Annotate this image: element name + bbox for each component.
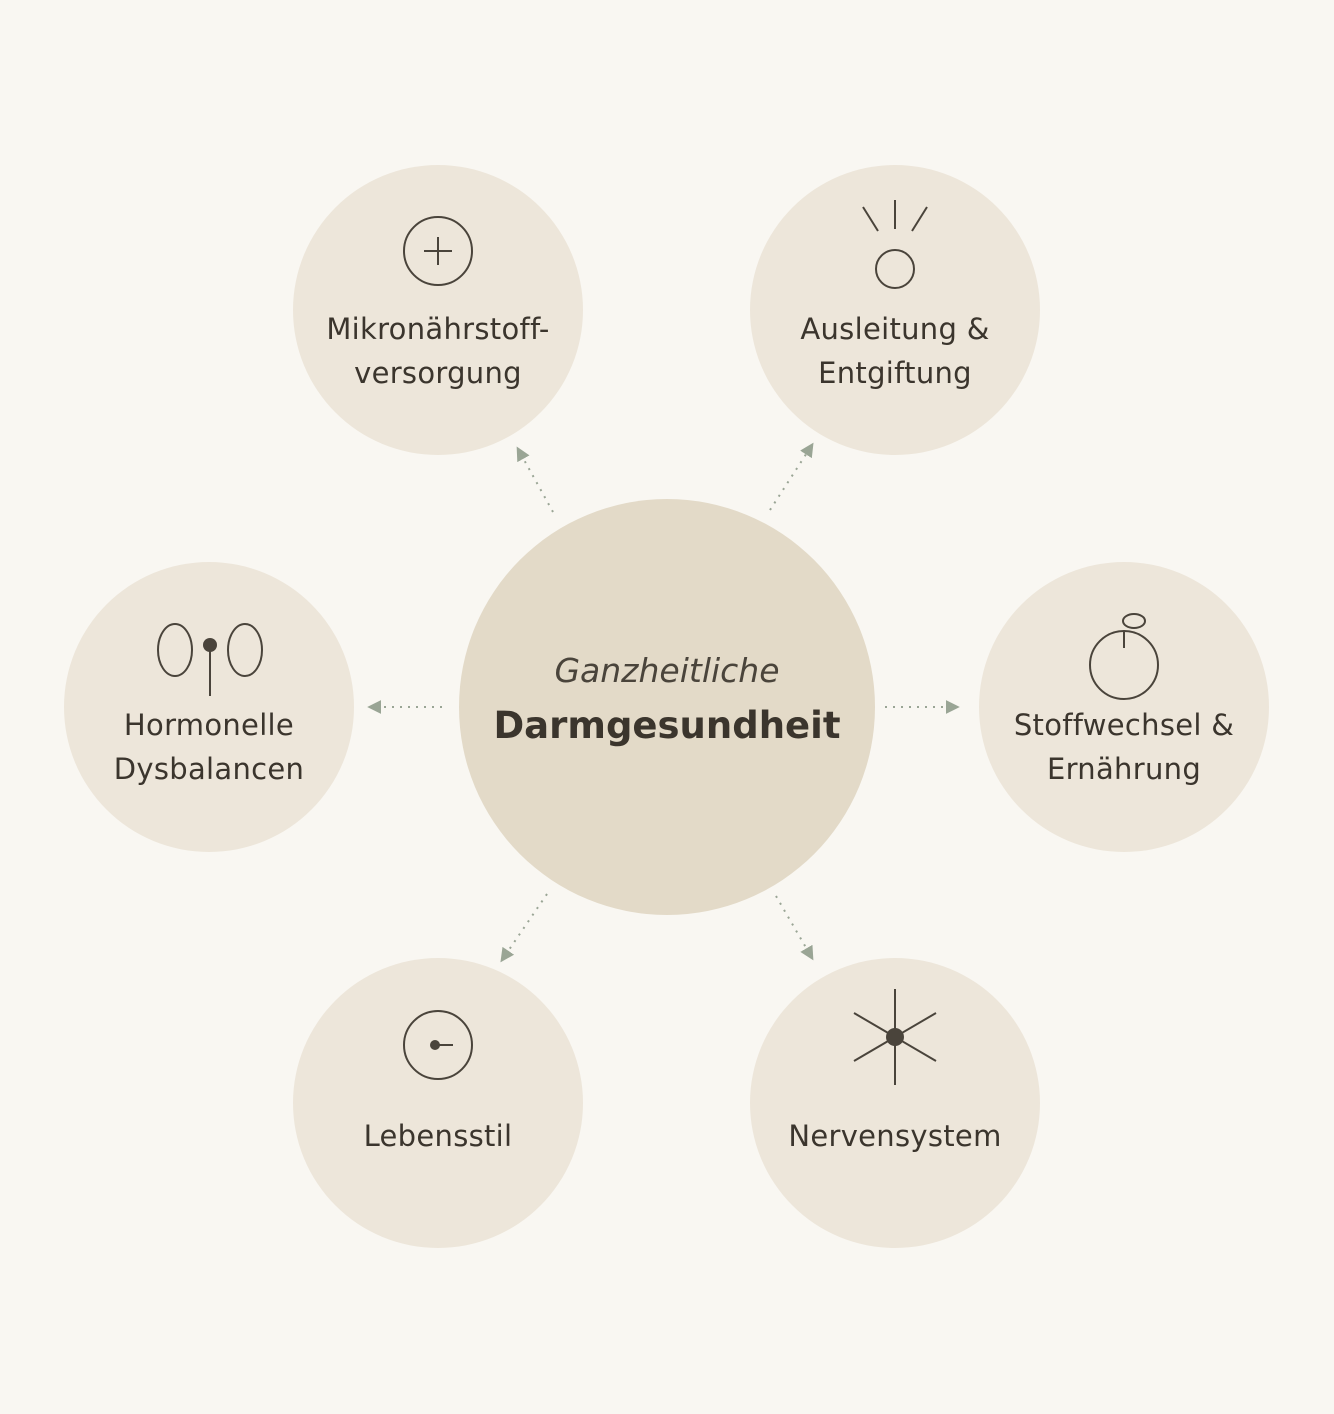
node-label-line1: Ausleitung & [800,312,990,346]
plus-circle-icon [403,216,473,286]
node-label: Nervensystem [760,1114,1030,1158]
radiating-circle-icon [862,200,928,289]
circle-dot-icon [403,1010,473,1080]
node-label-line1: Mikronährstoff- [326,312,550,346]
starburst-icon [853,989,937,1085]
node-mikronaehrstoffversorgung: Mikronährstoff- versorgung [293,165,583,455]
node-stoffwechsel-ernaehrung: Stoffwechsel & Ernährung [979,562,1269,852]
node-label-line2: Dysbalancen [113,752,305,786]
node-label-line2: Ernährung [1046,752,1202,786]
node-label-line2: Entgiftung [818,356,972,390]
center-title: Darmgesundheit [493,704,841,747]
connector-lebensstil [500,893,548,963]
node-label: Ausleitung & Entgiftung [760,307,1030,395]
node-label-line1: Lebensstil [363,1119,513,1153]
node-label: Stoffwechsel & Ernährung [989,703,1259,791]
center-node: Ganzheitliche Darmgesundheit [459,499,875,915]
node-ausleitung-entgiftung: Ausleitung & Entgiftung [750,165,1040,455]
node-label-line1: Stoffwechsel & [1013,708,1235,742]
node-label-line1: Nervensystem [788,1119,1002,1153]
connector-mikro [516,446,554,513]
node-label-line2: versorgung [354,356,522,390]
node-lebensstil: Lebensstil [293,958,583,1248]
node-label-line1: Hormonelle [123,708,295,742]
circle-with-small-ring-icon [1089,613,1159,700]
connector-ausleitung [769,442,814,511]
node-label: Mikronährstoff- versorgung [303,307,573,395]
node-label: Hormonelle Dysbalancen [74,703,344,791]
ovals-pin-icon [157,623,263,696]
node-hormonelle-dysbalancen: Hormonelle Dysbalancen [64,562,354,852]
center-subtitle: Ganzheitliche [554,651,780,690]
connector-nerven [775,895,814,961]
node-label: Lebensstil [303,1114,573,1158]
node-nervensystem: Nervensystem [750,958,1040,1248]
